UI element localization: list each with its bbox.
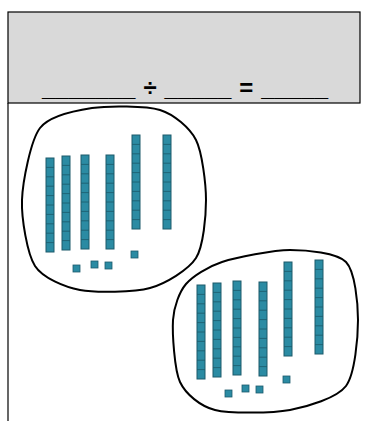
header-cell [8,12,360,103]
ten-rod [233,281,241,375]
operator-sign: ÷ [143,76,156,100]
ten-rod [284,262,292,356]
ten-rod [106,155,114,249]
ten-rod [132,135,140,229]
ten-rod [213,283,221,377]
group-loop [173,250,358,413]
ten-rod [46,158,54,252]
one-cube [242,385,249,392]
cell-border [7,103,8,421]
ten-rod [315,260,323,354]
ten-rod [62,156,70,250]
ten-rod [81,155,89,249]
one-cube [91,261,98,268]
answer-blank: _______ [42,76,135,100]
one-cube [73,265,80,272]
group-loop [22,106,206,291]
one-cube [105,262,112,269]
one-cube [225,390,232,397]
equation-row: _______ ÷ _____ = _____ [9,62,361,100]
one-cube [131,251,138,258]
ten-rod [163,135,171,229]
one-cube [256,386,263,393]
answer-blank: _____ [261,76,328,100]
base-ten-group [197,260,323,397]
operator-sign: = [239,76,253,100]
ten-rod [197,285,205,379]
ten-rod [259,282,267,376]
base-ten-group [46,135,171,272]
answer-blank: _____ [165,76,232,100]
one-cube [283,376,290,383]
